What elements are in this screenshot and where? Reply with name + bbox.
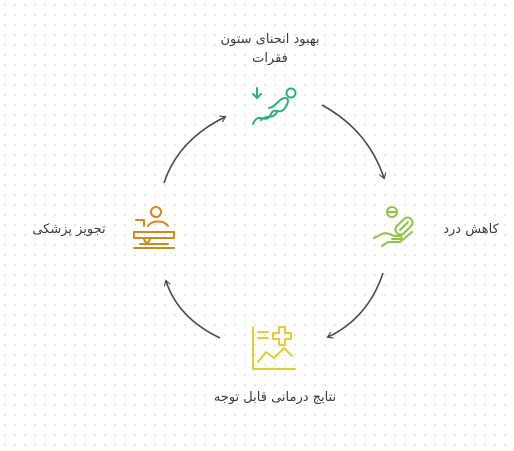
node-label-medical-prescription: تجویز پزشکی: [32, 222, 106, 237]
arrow-bottom-to-left: [166, 281, 221, 339]
arrow-right-to-bottom: [328, 272, 384, 337]
posture-icon: [252, 87, 297, 125]
medical-treatment-icon: [133, 206, 175, 249]
node-label-significant-outcomes: نتایج درمانی قابل توجه: [213, 390, 337, 405]
arrow-left-to-top: [163, 117, 225, 184]
node-label-spinal-curvature: بهبود انحنای ستون فقرات: [220, 32, 320, 66]
node-label-pain-reduction: کاهش درد: [443, 222, 499, 237]
arrow-top-to-right: [321, 104, 384, 178]
pill-hand-icon: [373, 206, 414, 247]
health-chart-icon: [252, 326, 296, 370]
